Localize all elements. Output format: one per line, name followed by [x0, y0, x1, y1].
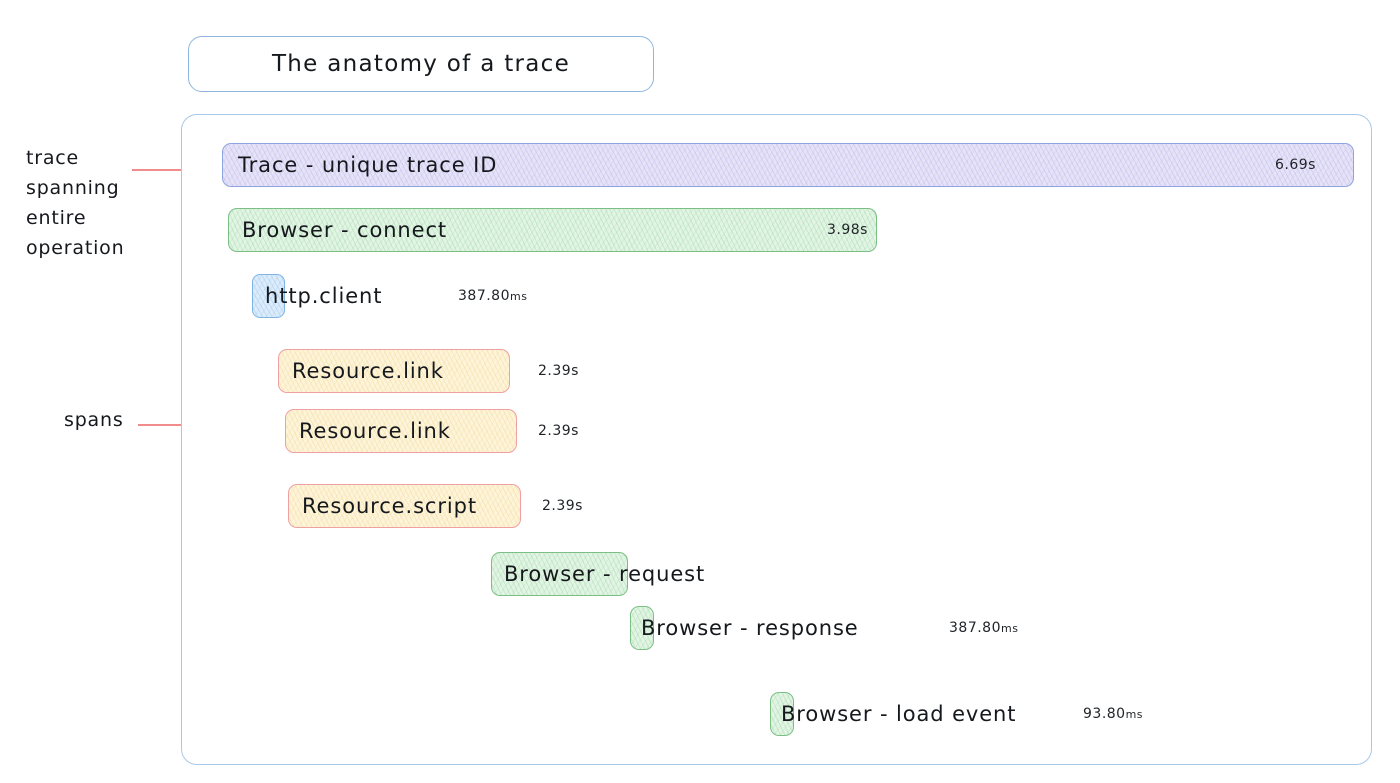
span-bar-browser-connect[interactable]: [228, 208, 877, 252]
span-label-browser-load-event: Browser - load event: [781, 702, 1017, 726]
title-card: The anatomy of a trace: [188, 36, 654, 92]
span-label-browser-response: Browser - response: [641, 616, 859, 640]
annotation-spans-leader-line: [138, 424, 208, 426]
span-duration-browser-response: 387.80ms: [949, 620, 1019, 636]
annotation-spans-label: spans: [64, 409, 124, 431]
span-bar-texture: [631, 607, 653, 649]
span-bar-http-client[interactable]: [252, 274, 285, 318]
span-bar-texture: [279, 350, 509, 392]
span-duration-trace: 6.69s: [1275, 157, 1316, 173]
span-bar-texture: [223, 144, 1353, 186]
span-row-browser-connect[interactable]: Browser - connect 3.98s: [0, 208, 1400, 252]
span-row-browser-load-event[interactable]: Browser - load event 93.80ms: [0, 692, 1400, 736]
span-duration-resource-link-1: 2.39s: [538, 363, 579, 379]
span-bar-browser-request[interactable]: [491, 552, 628, 596]
span-bar-trace[interactable]: [222, 143, 1354, 187]
span-row-browser-response[interactable]: Browser - response 387.80ms: [0, 606, 1400, 650]
span-label-http-client: http.client: [265, 284, 383, 308]
span-label-resource-link-1: Resource.link: [292, 359, 444, 383]
span-bar-resource-script[interactable]: [288, 484, 521, 528]
span-row-trace[interactable]: Trace - unique trace ID 6.69s: [0, 143, 1400, 187]
page-title: The anatomy of a trace: [271, 51, 571, 77]
annotation-trace-leader-line: [132, 169, 188, 171]
span-duration-unit: ms: [1125, 708, 1144, 721]
span-bar-resource-link-1[interactable]: [278, 349, 510, 393]
span-bar-browser-load-event[interactable]: [770, 692, 794, 736]
span-bar-texture: [289, 485, 520, 527]
span-row-resource-link-2[interactable]: Resource.link 2.39s: [0, 409, 1400, 453]
span-label-resource-link-2: Resource.link: [299, 419, 451, 443]
span-row-resource-link-1[interactable]: Resource.link 2.39s: [0, 349, 1400, 393]
span-bar-texture: [771, 693, 793, 735]
span-bar-texture: [229, 209, 876, 251]
span-duration-resource-link-2: 2.39s: [538, 423, 579, 439]
span-duration-resource-script: 2.39s: [542, 498, 583, 514]
span-row-browser-request[interactable]: Browser - request: [0, 552, 1400, 596]
span-bar-texture: [492, 553, 627, 595]
span-bar-texture: [286, 410, 516, 452]
span-label-trace: Trace - unique trace ID: [238, 153, 498, 177]
span-row-resource-script[interactable]: Resource.script 2.39s: [0, 484, 1400, 528]
span-duration-unit: ms: [1001, 622, 1019, 635]
span-label-resource-script: Resource.script: [302, 494, 477, 518]
span-duration-browser-load-event: 93.80ms: [1083, 706, 1144, 722]
span-label-browser-request: Browser - request: [504, 562, 706, 586]
annotation-trace-label: trace spanning entire operation: [26, 147, 125, 259]
span-duration-unit: ms: [510, 290, 528, 303]
span-duration-http-client: 387.80ms: [458, 288, 528, 304]
span-duration-browser-connect: 3.98s: [827, 222, 868, 238]
span-bar-resource-link-2[interactable]: [285, 409, 517, 453]
span-row-http-client[interactable]: http.client 387.80ms: [0, 274, 1400, 318]
span-bar-browser-response[interactable]: [630, 606, 654, 650]
span-label-browser-connect: Browser - connect: [242, 218, 448, 242]
span-bar-texture: [253, 275, 284, 317]
